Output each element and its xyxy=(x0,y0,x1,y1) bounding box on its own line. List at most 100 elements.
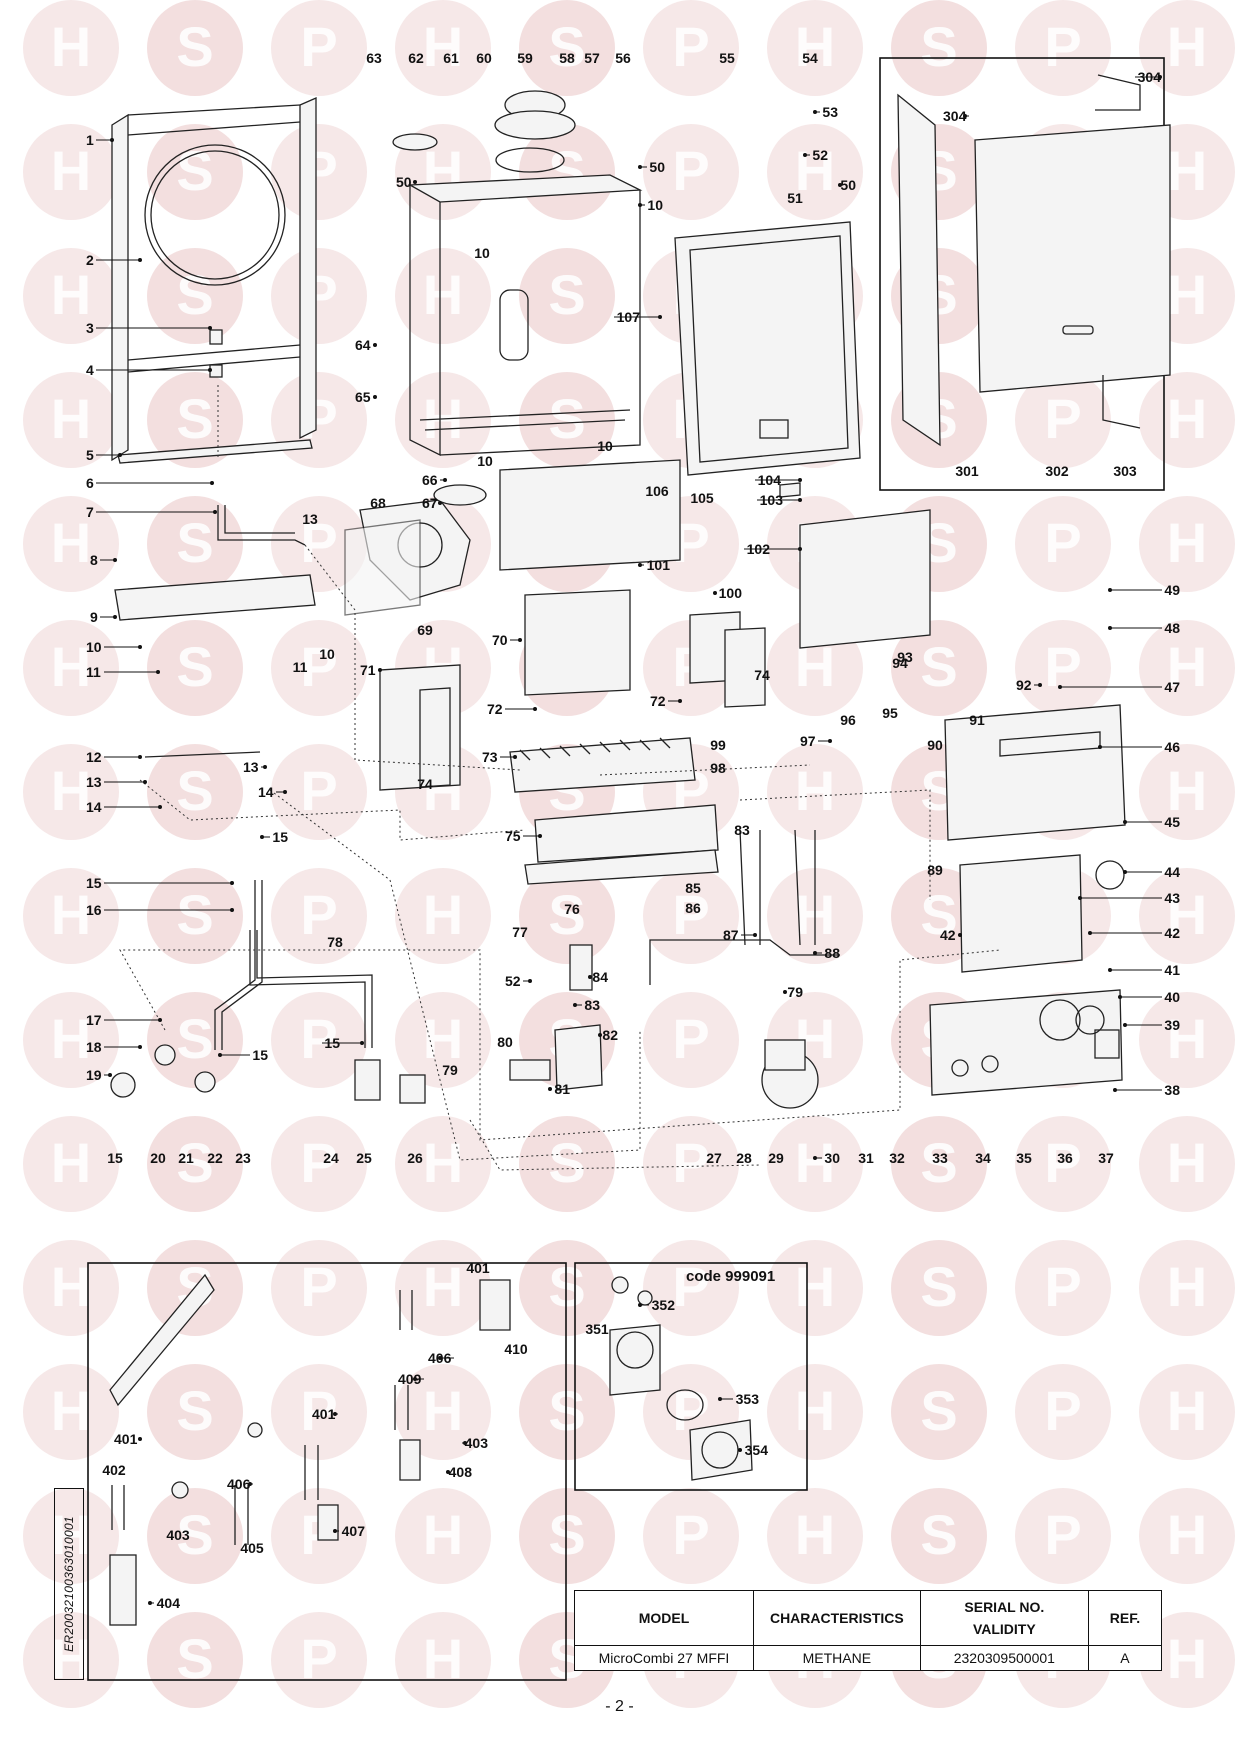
part-callout-17: 17 xyxy=(86,1012,102,1028)
svg-text:S: S xyxy=(176,1503,213,1566)
watermark-mark: H xyxy=(23,372,119,468)
part-callout-46: 46 xyxy=(1164,739,1180,755)
svg-text:H: H xyxy=(795,1131,835,1194)
svg-text:P: P xyxy=(300,511,337,574)
part-callout-106: 106 xyxy=(645,483,669,499)
part-callout-65: 65 xyxy=(355,389,371,405)
watermark-mark: P xyxy=(271,620,367,716)
part-callout-93: 93 xyxy=(897,649,913,665)
part-callout-353: 353 xyxy=(736,1391,760,1407)
cell-ref: A xyxy=(1087,1645,1163,1671)
callout-leader-dot xyxy=(1058,685,1062,689)
watermark-mark: S xyxy=(519,1364,615,1460)
svg-text:P: P xyxy=(300,1007,337,1070)
watermark-mark: H xyxy=(23,620,119,716)
part-callout-13: 13 xyxy=(302,511,318,527)
callout-leader-dot xyxy=(138,1437,142,1441)
header-ref: REF. xyxy=(1087,1590,1163,1646)
part-callout-50: 50 xyxy=(840,177,856,193)
callout-leader-dot xyxy=(138,755,142,759)
part-callout-107: 107 xyxy=(617,309,641,325)
callout-leader-dot xyxy=(1108,968,1112,972)
fan-assembly xyxy=(344,90,576,616)
part-callout-48: 48 xyxy=(1164,620,1180,636)
model-reference-table: MODEL CHARACTERISTICS SERIAL NO. VALIDIT… xyxy=(574,1590,1163,1671)
watermark-mark: P xyxy=(271,1116,367,1212)
pump-kit-parts xyxy=(609,1276,753,1481)
svg-text:S: S xyxy=(548,883,585,946)
watermark-mark: S xyxy=(147,248,243,344)
svg-text:H: H xyxy=(423,263,463,326)
callout-leader-dot xyxy=(1113,1088,1117,1092)
part-callout-63: 63 xyxy=(366,50,382,66)
part-callout-69: 69 xyxy=(417,622,433,638)
svg-text:S: S xyxy=(548,263,585,326)
callout-leader-dot xyxy=(573,1003,577,1007)
callout-leader-dot xyxy=(638,1303,642,1307)
hydraulic-kit-inset-box xyxy=(87,1262,567,1681)
part-callout-54: 54 xyxy=(802,50,818,66)
watermark-mark: P xyxy=(1015,496,1111,592)
kit-code-label: code 999091 xyxy=(686,1268,776,1285)
watermark-mark: H xyxy=(767,744,863,840)
callout-leader-dot xyxy=(248,1482,252,1486)
callout-leader-dot xyxy=(1118,995,1122,999)
callout-leader-dot xyxy=(798,478,802,482)
svg-text:H: H xyxy=(51,883,91,946)
watermark-mark: P xyxy=(1015,1240,1111,1336)
watermark-mark: P xyxy=(271,868,367,964)
watermark-mark: S xyxy=(147,372,243,468)
callout-leader-dot xyxy=(378,668,382,672)
part-callout-82: 82 xyxy=(602,1027,618,1043)
part-callout-67: 67 xyxy=(422,495,438,511)
svg-text:P: P xyxy=(672,1007,709,1070)
part-callout-27: 27 xyxy=(706,1150,722,1166)
part-callout-10: 10 xyxy=(477,453,493,469)
header-characteristics: CHARACTERISTICS xyxy=(752,1590,921,1646)
callout-leader-dot xyxy=(538,834,542,838)
cell-serial: 2320309500001 xyxy=(919,1645,1089,1671)
watermark-mark: P xyxy=(271,1612,367,1708)
watermark-mark: S xyxy=(147,1364,243,1460)
watermark-mark: P xyxy=(271,124,367,220)
svg-text:P: P xyxy=(1044,387,1081,450)
svg-text:H: H xyxy=(795,139,835,202)
part-callout-3: 3 xyxy=(86,320,94,336)
part-callout-354: 354 xyxy=(745,1442,769,1458)
svg-text:H: H xyxy=(51,1131,91,1194)
watermark-mark: H xyxy=(1139,0,1235,96)
part-callout-402: 402 xyxy=(102,1462,126,1478)
callout-leader-dot xyxy=(1158,75,1162,79)
watermark-mark: H xyxy=(1139,992,1235,1088)
part-callout-19: 19 xyxy=(86,1067,102,1083)
callout-leader-dot xyxy=(446,1470,450,1474)
part-callout-47: 47 xyxy=(1164,679,1180,695)
callout-leader-dot xyxy=(1123,1023,1127,1027)
watermark-mark: P xyxy=(643,124,739,220)
part-callout-32: 32 xyxy=(889,1150,905,1166)
svg-text:S: S xyxy=(176,511,213,574)
part-callout-78: 78 xyxy=(327,934,343,950)
watermark-mark: H xyxy=(23,992,119,1088)
svg-text:H: H xyxy=(51,1503,91,1566)
part-callout-85: 85 xyxy=(685,880,701,896)
watermark-mark: H xyxy=(395,1116,491,1212)
control-assembly xyxy=(799,509,1126,1096)
watermark-mark: H xyxy=(767,1116,863,1212)
part-callout-62: 62 xyxy=(408,50,424,66)
svg-text:S: S xyxy=(548,1503,585,1566)
svg-text:S: S xyxy=(548,1131,585,1194)
callout-leader-dot xyxy=(110,138,114,142)
watermark-mark: S xyxy=(891,620,987,716)
callout-leader-dot xyxy=(230,881,234,885)
svg-text:P: P xyxy=(300,759,337,822)
part-callout-351: 351 xyxy=(585,1321,609,1337)
watermark-mark: H xyxy=(23,248,119,344)
watermark-mark: P xyxy=(643,1488,739,1584)
part-callout-81: 81 xyxy=(554,1081,570,1097)
callout-leader-dot xyxy=(438,501,442,505)
callout-leader-dot xyxy=(260,835,264,839)
svg-text:P: P xyxy=(672,1255,709,1318)
part-callout-101: 101 xyxy=(647,557,671,573)
svg-text:P: P xyxy=(1044,15,1081,78)
